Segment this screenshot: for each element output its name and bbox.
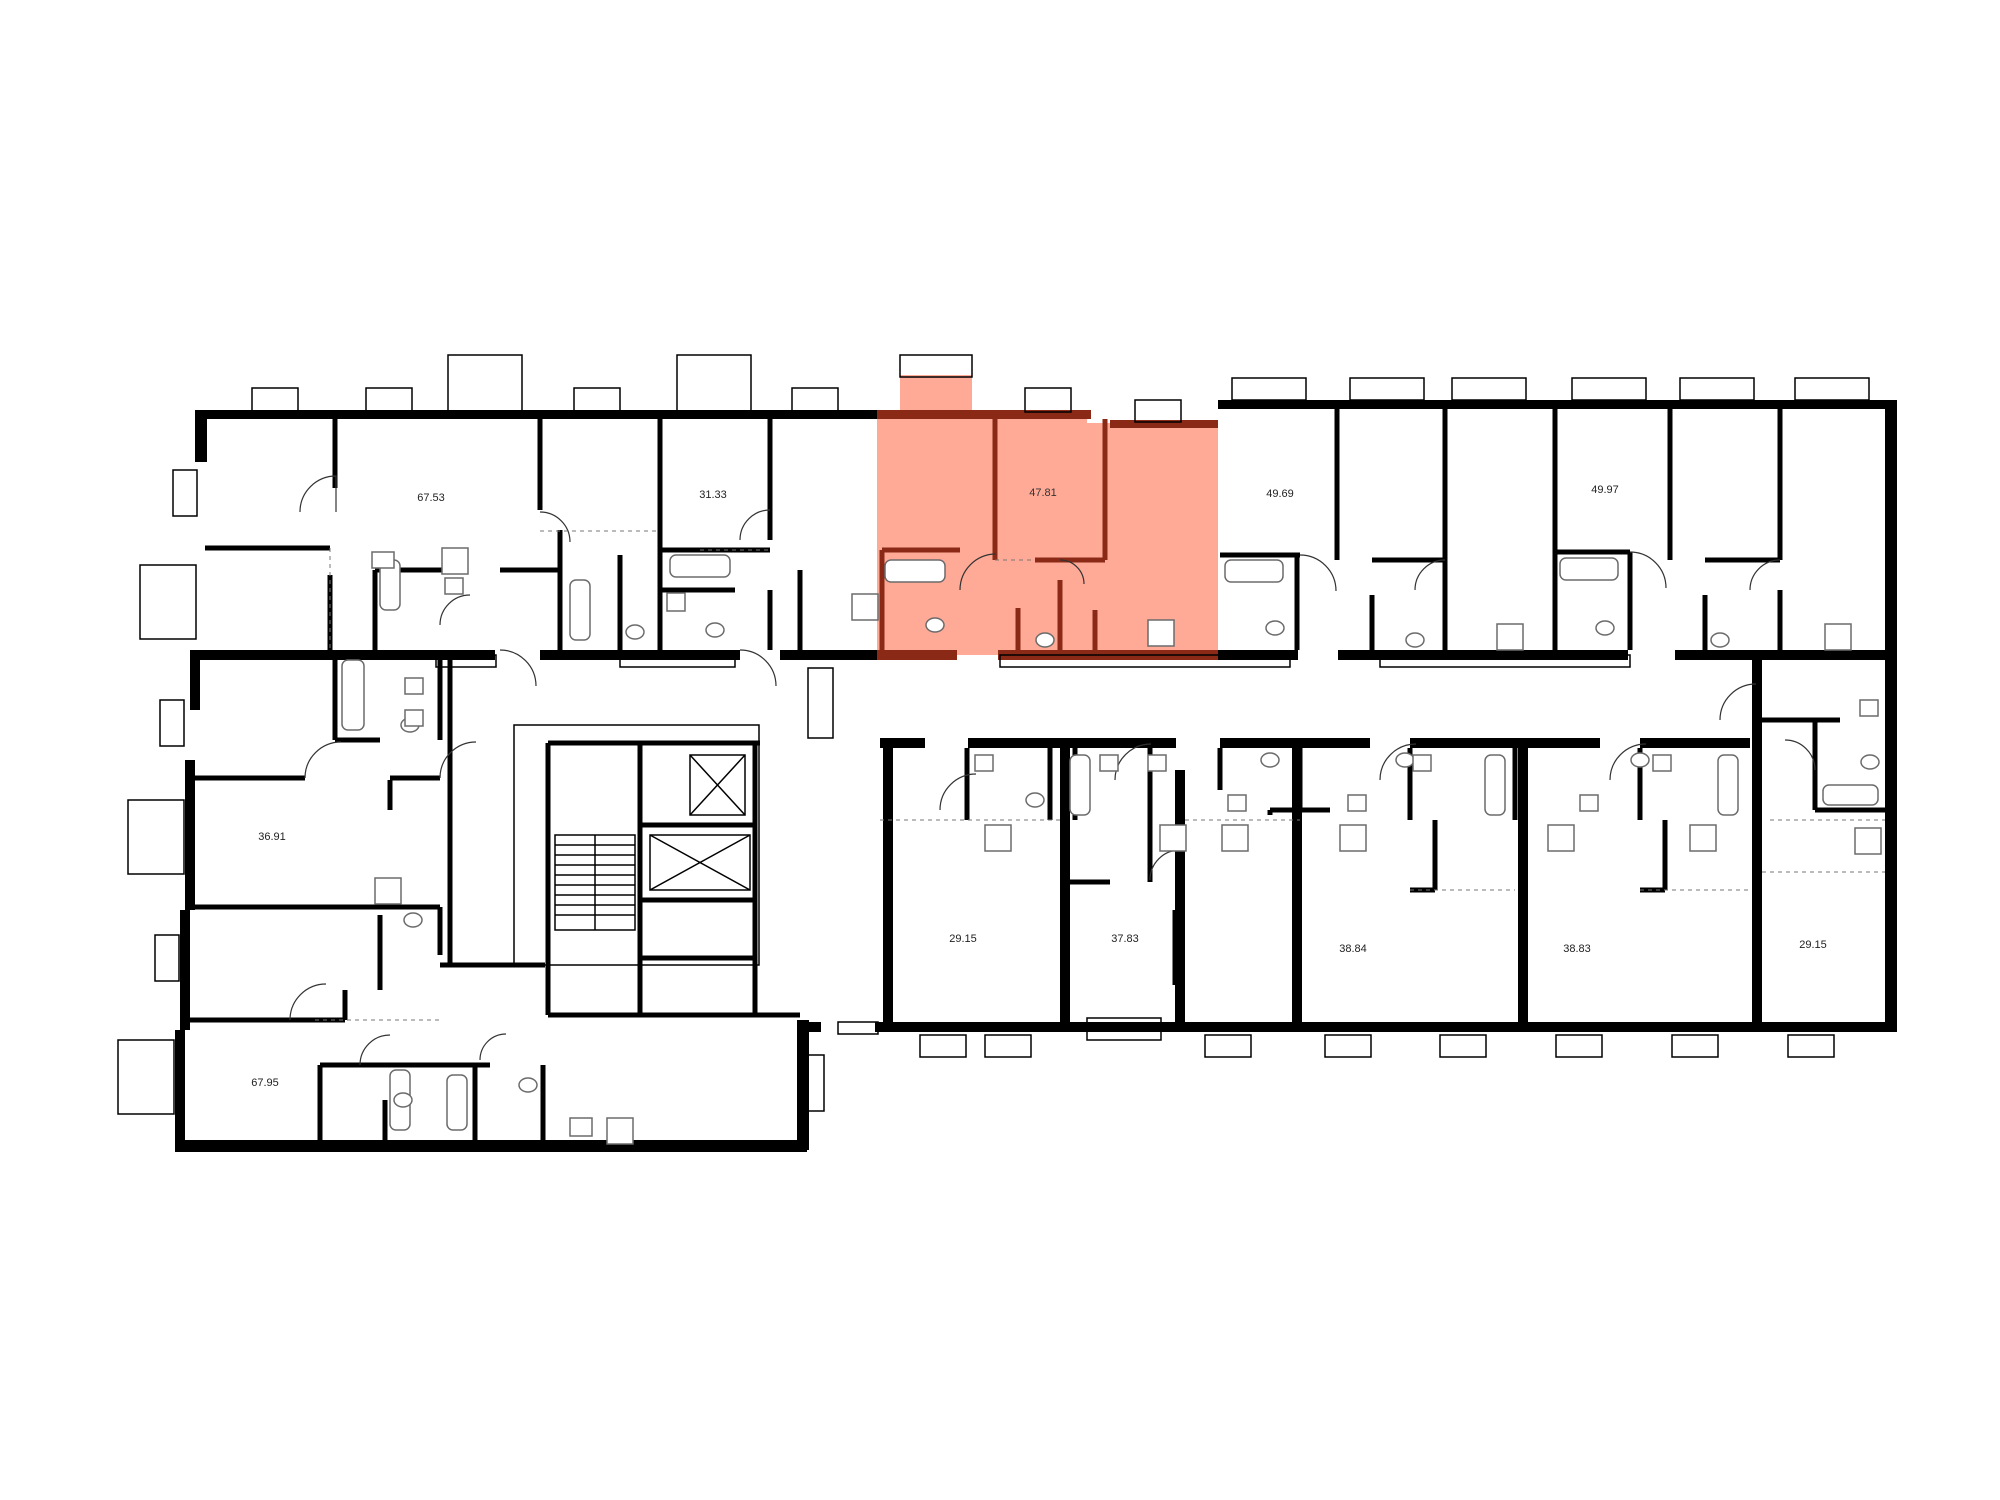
stove-icon <box>374 547 1882 1145</box>
area-label-47-81[interactable]: 47.81 <box>1029 487 1057 499</box>
zone-dividers <box>315 530 1885 1021</box>
elevator-icon <box>649 754 751 891</box>
toilet-icon <box>393 617 1880 1108</box>
doors <box>289 475 1816 1066</box>
area-labels: 67.53 31.33 47.81 49.69 49.97 36.91 67.9… <box>251 484 1827 1089</box>
staircase-icon <box>554 834 636 931</box>
sink-icon <box>371 551 1879 1137</box>
window-balconies <box>117 354 1870 1115</box>
area-label-29-15-a: 29.15 <box>949 933 977 945</box>
area-label-38-83: 38.83 <box>1563 943 1591 955</box>
interior-walls <box>185 409 1885 1140</box>
area-label-36-91: 36.91 <box>258 831 286 843</box>
area-label-38-84: 38.84 <box>1339 943 1367 955</box>
area-label-67-53: 67.53 <box>417 492 445 504</box>
exterior-walls <box>175 400 1897 1152</box>
area-label-37-83: 37.83 <box>1111 933 1139 945</box>
area-label-67-95: 67.95 <box>251 1077 279 1089</box>
area-label-49-97: 49.97 <box>1591 484 1619 496</box>
highlighted-apartment[interactable] <box>877 375 1218 655</box>
area-label-29-15-b: 29.15 <box>1799 939 1827 951</box>
area-label-31-33: 31.33 <box>699 489 727 501</box>
area-label-49-69: 49.69 <box>1266 488 1294 500</box>
